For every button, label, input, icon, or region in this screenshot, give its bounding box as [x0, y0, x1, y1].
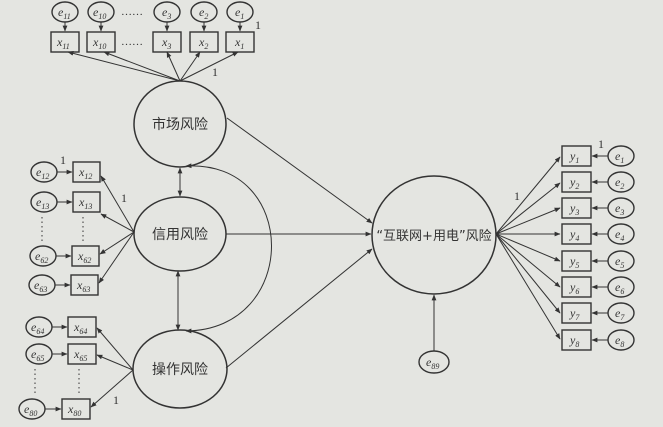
- svg-text:e63: e63: [34, 278, 47, 294]
- svg-text:x2: x2: [198, 35, 208, 51]
- indicator-y2: [561, 171, 592, 193]
- error-ye8: [607, 329, 635, 351]
- latent-market-risk: [133, 80, 227, 168]
- svg-text:e1: e1: [235, 5, 244, 21]
- indicator-x12: [72, 161, 101, 183]
- svg-text:e5: e5: [615, 254, 624, 270]
- svg-text:e4: e4: [615, 227, 624, 243]
- indicator-y7: [561, 302, 592, 324]
- indicator-y5: [561, 250, 592, 272]
- error-ye4: [607, 223, 635, 245]
- indicator-x11: [50, 31, 80, 53]
- svg-text:x80: x80: [67, 402, 81, 418]
- indicator-x10: [86, 31, 116, 53]
- svg-text:e80: e80: [24, 402, 37, 418]
- svg-text:y4: y4: [569, 227, 579, 243]
- indicator-x65: [67, 343, 97, 365]
- svg-text:1: 1: [598, 137, 604, 151]
- cov-market-operation: [185, 163, 272, 334]
- indicator-y1: [561, 145, 592, 167]
- svg-text:1: 1: [255, 18, 261, 32]
- indicator-y4: [561, 223, 592, 245]
- error-ye3: [607, 197, 635, 219]
- svg-text:y2: y2: [569, 175, 579, 191]
- svg-text:e10: e10: [93, 5, 106, 21]
- error-ye7: [607, 302, 635, 324]
- svg-text:1: 1: [121, 191, 127, 205]
- error-ye2: [607, 171, 635, 193]
- indicator-y6: [561, 276, 592, 298]
- indicator-x2: [189, 31, 219, 53]
- error-ye1: [607, 145, 635, 167]
- label-operation-risk: 操作风险: [152, 362, 208, 378]
- latent-outcome-risk: [371, 175, 497, 295]
- svg-text:x12: x12: [78, 165, 92, 181]
- svg-text:x65: x65: [73, 347, 87, 363]
- svg-text:1: 1: [60, 153, 66, 167]
- path-operation-outcome: [225, 248, 373, 369]
- svg-text:e89: e89: [426, 355, 439, 371]
- error-ye6: [607, 276, 635, 298]
- svg-text:x11: x11: [56, 35, 70, 51]
- svg-text:e65: e65: [31, 347, 44, 363]
- svg-text:x64: x64: [73, 320, 87, 336]
- svg-text:x62: x62: [77, 249, 91, 265]
- svg-text:e2: e2: [199, 5, 208, 21]
- svg-text:……: ……: [121, 6, 143, 18]
- label-market-risk: 市场风险: [152, 116, 208, 133]
- label-outcome-risk: “互联网+用电”风险: [376, 229, 491, 244]
- path-market-outcome: [226, 117, 373, 224]
- svg-text:e13: e13: [36, 195, 49, 211]
- svg-text:e62: e62: [35, 249, 48, 265]
- svg-text:e7: e7: [615, 306, 625, 322]
- svg-text:1: 1: [113, 393, 119, 407]
- svg-text:x1: x1: [234, 35, 244, 51]
- indicator-x63: [70, 274, 99, 296]
- svg-text:e2: e2: [615, 175, 624, 191]
- svg-text:e64: e64: [31, 320, 44, 336]
- svg-text:x3: x3: [161, 35, 171, 51]
- svg-text:y1: y1: [569, 149, 579, 165]
- svg-text:x63: x63: [76, 278, 90, 294]
- svg-text:y7: y7: [569, 306, 580, 322]
- svg-text:x13: x13: [78, 195, 92, 211]
- label-credit-risk: 信用风险: [152, 227, 208, 243]
- svg-text:e3: e3: [162, 5, 171, 21]
- svg-text:e11: e11: [58, 5, 71, 21]
- svg-text:y5: y5: [569, 254, 579, 270]
- outcome-loadings: [495, 156, 561, 340]
- svg-text:1: 1: [514, 189, 520, 203]
- indicator-x1: [225, 31, 255, 53]
- svg-text:e12: e12: [36, 165, 49, 181]
- svg-text:e8: e8: [615, 333, 624, 349]
- svg-text:e6: e6: [615, 280, 624, 296]
- svg-text:1: 1: [212, 65, 218, 79]
- svg-text:x10: x10: [92, 35, 106, 51]
- svg-text:e3: e3: [615, 201, 624, 217]
- indicator-x13: [72, 191, 101, 213]
- svg-text:y3: y3: [569, 201, 579, 217]
- error-ye5: [607, 250, 635, 272]
- svg-text:y6: y6: [569, 280, 579, 296]
- indicator-y8: [561, 329, 592, 351]
- svg-text:……: ……: [121, 36, 143, 48]
- indicator-x80: [61, 398, 91, 420]
- svg-text:e1: e1: [615, 149, 624, 165]
- indicator-x62: [71, 245, 100, 267]
- indicator-x64: [67, 316, 97, 338]
- svg-text:y8: y8: [569, 333, 579, 349]
- indicator-y3: [561, 197, 592, 219]
